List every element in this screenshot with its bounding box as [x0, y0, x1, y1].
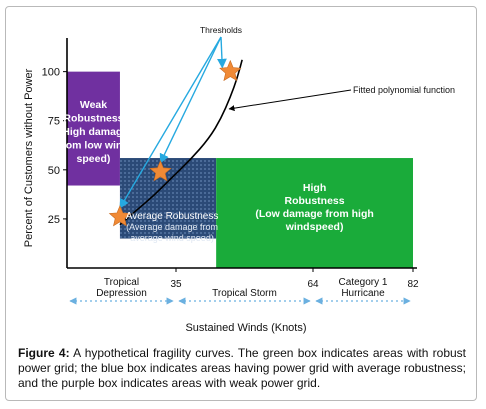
region-label-average-2: average wind speed)	[130, 233, 214, 243]
region-label-high-2: (Low damage from high	[255, 208, 373, 220]
region-label-weak-2: (High damage	[59, 126, 129, 138]
x-tick-label-82: 82	[407, 279, 419, 290]
category-label-1-0: Tropical Storm	[212, 288, 277, 299]
figure-caption: Figure 4: A hypothetical fragility curve…	[18, 346, 466, 391]
y-tick-label-25: 25	[48, 214, 60, 226]
region-label-weak-3: from low wind	[58, 140, 129, 152]
region-label-high-0: High	[303, 182, 326, 194]
fragility-chart: 25 50 75 100 35 64 82 Percent of Customers with…	[23, 25, 455, 334]
region-label-average-1: (Average damage from	[126, 222, 218, 232]
caption-text: A hypothetical fragility curves. The gre…	[18, 346, 466, 390]
y-tick-label-100: 100	[42, 67, 60, 79]
region-label-average-0: Average Robustness	[126, 211, 219, 222]
y-axis-label: Percent of Customers without Power	[23, 68, 35, 247]
threshold-star-1	[149, 160, 172, 182]
y-tick-label-75: 75	[48, 116, 60, 128]
region-average	[119, 158, 217, 239]
region-label-weak-1: Robustness	[63, 113, 123, 125]
fitted-curve	[119, 59, 243, 226]
region-label-high-1: Robustness	[285, 195, 345, 207]
category-label-0-0: Tropical	[104, 277, 139, 288]
threshold-arrow-2	[217, 36, 227, 69]
category-label-0-1: Depression	[96, 288, 147, 299]
curve-label: Fitted polynomial function	[353, 85, 455, 95]
y-tick-label-50: 50	[48, 165, 60, 177]
threshold-arrow-1	[159, 36, 222, 164]
category-label-2-1: Hurricane	[341, 288, 385, 299]
region-label-high-3: windspeed)	[285, 221, 344, 233]
threshold-star-0	[108, 205, 132, 227]
x-axis-label: Sustained Winds (Knots)	[185, 322, 306, 334]
region-label-weak-4: speed)	[77, 153, 111, 165]
category-label-2-0: Category 1	[339, 277, 388, 288]
region-label-weak-0: Weak	[80, 99, 107, 111]
threshold-star-2	[219, 59, 242, 82]
curve-label-arrow	[228, 89, 352, 112]
x-tick-label-64: 64	[307, 279, 319, 290]
region-weak	[67, 71, 120, 186]
threshold-arrow-0	[119, 36, 222, 209]
caption-label: Figure 4:	[18, 346, 70, 360]
thresholds-label: Thresholds	[200, 25, 242, 35]
x-tick-label-35: 35	[170, 279, 182, 290]
region-high	[216, 158, 413, 268]
